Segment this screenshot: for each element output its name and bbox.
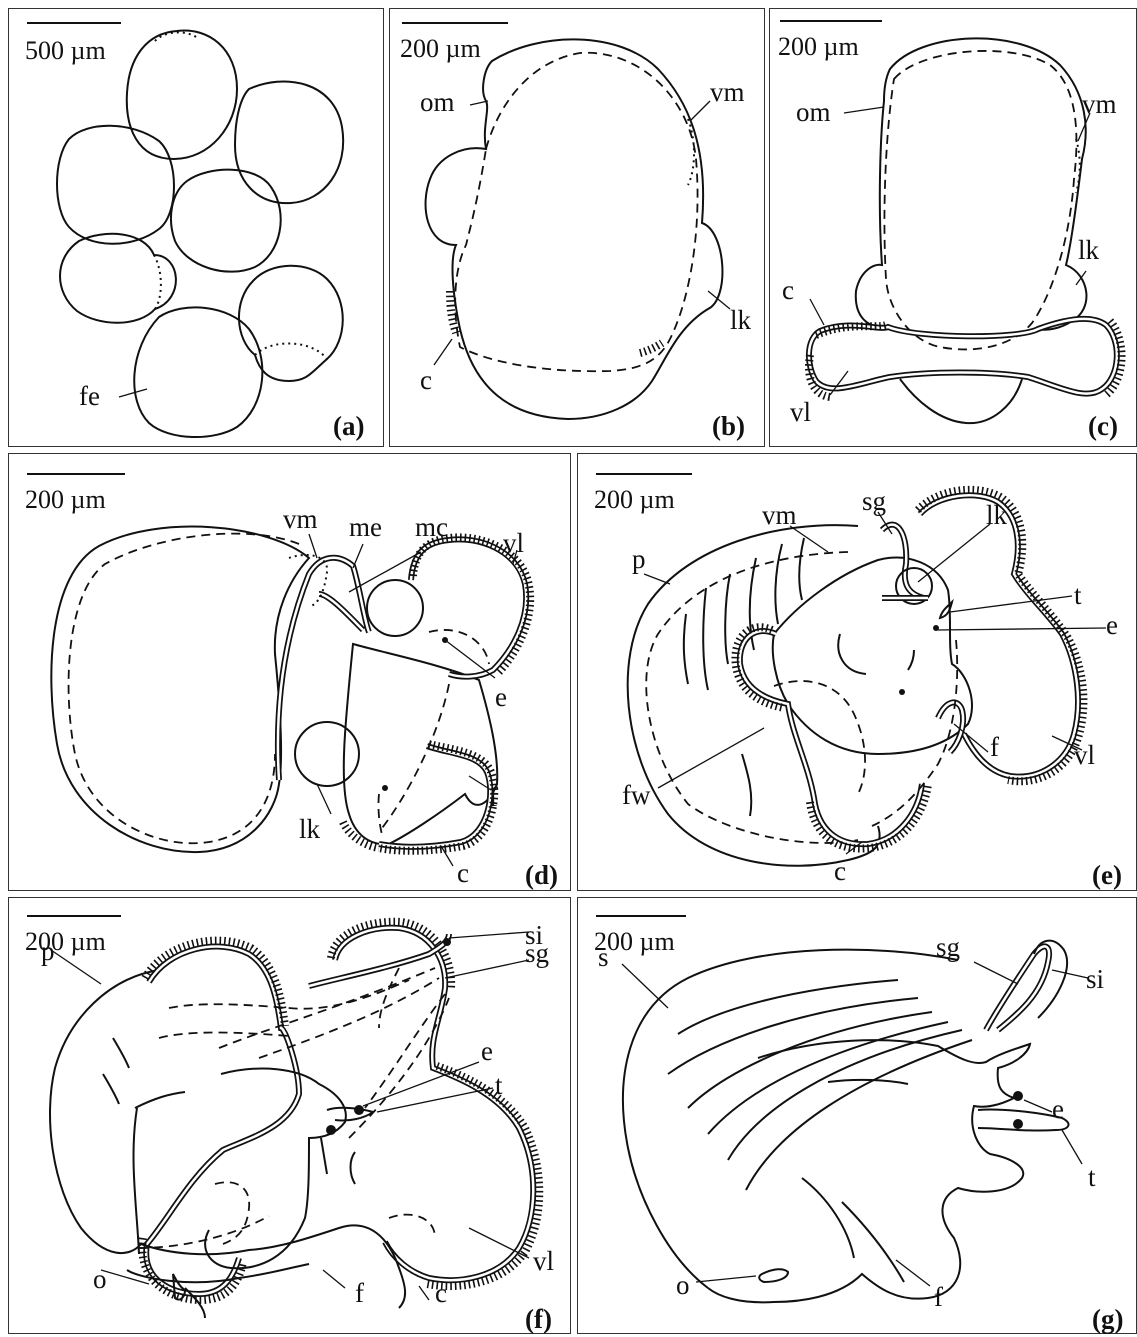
egg <box>127 31 237 159</box>
egg <box>60 234 176 323</box>
egg <box>171 170 281 272</box>
left-kidney <box>367 580 423 636</box>
label-o: o <box>676 1270 690 1300</box>
label-fe: fe <box>79 381 100 411</box>
shell-outline <box>623 950 958 1288</box>
scale-label: 200 µm <box>25 485 106 514</box>
velar-lobe <box>809 319 1117 394</box>
panel-id: (a) <box>333 411 364 441</box>
panel-id: (b) <box>712 411 745 441</box>
label-e: e <box>481 1036 493 1066</box>
panel-e: 200 µm p vm sg lk t e vl f fw c (e) <box>577 453 1137 891</box>
left-kidney <box>295 722 359 786</box>
label-c: c <box>420 365 432 395</box>
label-t: t <box>1074 580 1082 610</box>
label-c: c <box>782 275 794 305</box>
label-f: f <box>934 1282 943 1312</box>
scale-label: 500 µm <box>25 36 106 65</box>
eye-dot <box>1013 1119 1023 1129</box>
panel-e-drawing: 200 µm p vm sg lk t e vl f fw c (e) <box>578 454 1137 892</box>
velar-lobe <box>740 631 922 844</box>
eye-dot <box>354 1105 364 1115</box>
scale-label: 200 µm <box>400 34 481 63</box>
panel-a: 500 µm fe (a) <box>8 8 384 447</box>
body <box>205 1069 346 1269</box>
panel-g-drawing: 200 µm s sg si e t o f (g) <box>578 898 1137 1335</box>
egg <box>235 81 343 203</box>
label-vl: vl <box>503 528 524 558</box>
eye-dot <box>1013 1091 1023 1101</box>
label-s: s <box>598 942 609 972</box>
eye-dot <box>899 689 905 695</box>
label-vl: vl <box>533 1246 554 1276</box>
label-vl: vl <box>1074 740 1095 770</box>
label-vm: vm <box>283 504 318 534</box>
label-c: c <box>457 858 469 888</box>
label-f: f <box>489 782 498 812</box>
panel-id: (c) <box>1088 411 1118 441</box>
panel-a-drawing: 500 µm fe (a) <box>9 9 385 448</box>
panel-d: 200 µm vm me mc vl e f lk c (d) <box>8 453 571 891</box>
panel-d-drawing: 200 µm vm me mc vl e f lk c (d) <box>9 454 572 892</box>
label-sg: sg <box>936 932 960 962</box>
label-c: c <box>834 856 846 886</box>
label-sg: sg <box>525 938 549 968</box>
label-om: om <box>796 97 831 127</box>
label-lk: lk <box>986 500 1008 530</box>
label-e: e <box>495 682 507 712</box>
label-si: si <box>1086 964 1104 994</box>
label-f: f <box>990 732 999 762</box>
label-vm: vm <box>762 500 797 530</box>
label-mc: mc <box>415 512 448 542</box>
label-fw: fw <box>622 780 651 810</box>
eye-dot <box>443 938 451 946</box>
panel-f-drawing: 200 µm p si sg e t vl o f c (f) <box>9 898 572 1335</box>
panel-c-drawing: 200 µm om vm lk c vl (c) <box>770 9 1137 448</box>
label-vm: vm <box>710 77 745 107</box>
label-t: t <box>495 1070 503 1100</box>
label-me: me <box>349 512 382 542</box>
label-sg: sg <box>862 486 886 516</box>
label-lk: lk <box>1078 235 1100 265</box>
panel-b-drawing: 200 µm om vm lk c (b) <box>390 9 766 448</box>
label-t: t <box>1088 1162 1096 1192</box>
egg <box>57 126 174 244</box>
panel-id: (g) <box>1092 1304 1123 1334</box>
scale-label: 200 µm <box>778 32 859 61</box>
label-f: f <box>355 1278 364 1308</box>
label-lk: lk <box>299 814 321 844</box>
panel-id: (d) <box>525 860 558 890</box>
egg <box>239 266 343 381</box>
egg <box>134 307 262 437</box>
eye-dot <box>326 1125 336 1135</box>
label-e: e <box>1052 1094 1064 1124</box>
shell-outline <box>51 527 309 852</box>
panel-c: 200 µm om vm lk c vl (c) <box>769 8 1137 447</box>
panel-b: 200 µm om vm lk c (b) <box>389 8 765 447</box>
label-o: o <box>93 1264 107 1294</box>
panel-f: 200 µm p si sg e t vl o f c (f) <box>8 897 571 1334</box>
label-e: e <box>1106 610 1118 640</box>
panel-id: (e) <box>1092 860 1122 890</box>
label-vm: vm <box>1082 89 1117 119</box>
velar-lobe <box>920 495 1078 776</box>
shell-outline <box>856 38 1087 336</box>
label-c: c <box>435 1278 447 1308</box>
velar-lobe <box>379 746 490 847</box>
label-p: p <box>41 936 55 966</box>
shell-outline <box>50 970 159 1253</box>
label-p: p <box>632 544 646 574</box>
panel-g: 200 µm s sg si e t o f (g) <box>577 897 1137 1334</box>
label-vl: vl <box>790 397 811 427</box>
panel-id: (f) <box>525 1304 552 1334</box>
scale-label: 200 µm <box>25 927 106 956</box>
scale-label: 200 µm <box>594 485 675 514</box>
body <box>773 558 972 754</box>
eye-dot <box>382 785 388 791</box>
label-lk: lk <box>730 305 752 335</box>
label-om: om <box>420 87 455 117</box>
